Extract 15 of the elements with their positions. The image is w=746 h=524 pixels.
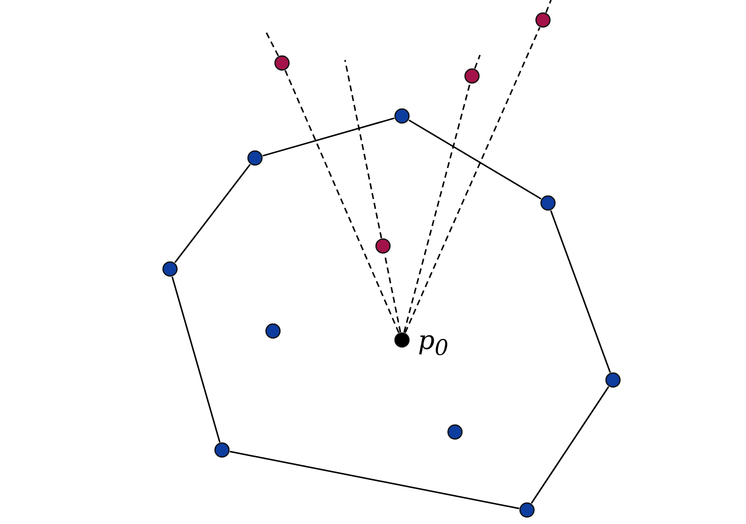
hull-edge: [550, 210, 611, 373]
hull-edge: [408, 119, 542, 200]
dashed-ray: [344, 60, 382, 238]
dashed-ray: [545, 0, 552, 13]
hull-edge: [230, 450, 520, 510]
dashed-ray: [284, 70, 400, 333]
dashed-ray: [264, 30, 279, 56]
dashed-ray: [404, 27, 540, 333]
hull-edge: [530, 386, 610, 504]
hull-edge: [171, 276, 221, 442]
dashed-ray: [474, 54, 481, 69]
hull-edge: [262, 117, 394, 157]
hull-edge: [174, 164, 251, 264]
dashed-ray: [403, 84, 471, 332]
point-label: p$_{0}$: [418, 328, 448, 360]
